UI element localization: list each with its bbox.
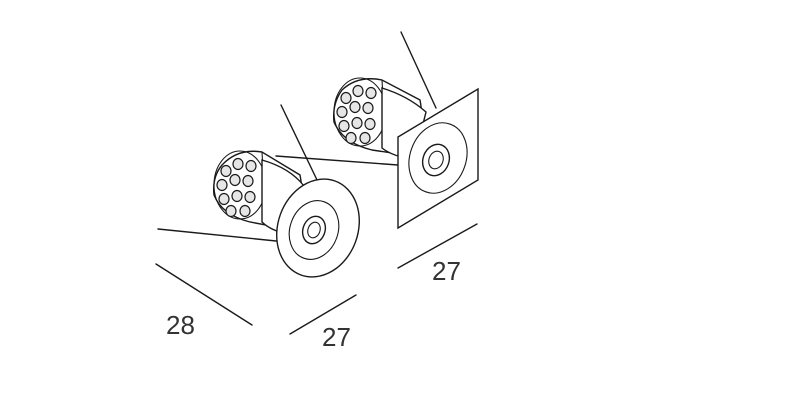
round-bezel — [276, 178, 360, 278]
dimension-label-square-width: 27 — [432, 256, 461, 286]
square-lens — [421, 143, 451, 177]
square-spring-clip-top — [400, 31, 437, 109]
square-spring-clip-left — [275, 155, 399, 166]
round-lens — [301, 215, 327, 245]
round-spotlight — [157, 104, 360, 278]
dimension-line-round-depth — [155, 263, 253, 326]
square-spotlight — [275, 31, 479, 230]
dimension-label-round-depth: 28 — [166, 310, 195, 340]
round-spring-clip-left — [157, 228, 287, 243]
dimension-line-round-width — [289, 294, 357, 335]
square-faceplate — [397, 87, 479, 230]
dimension-label-round-width: 27 — [322, 322, 351, 352]
round-spring-clip-top — [280, 104, 319, 183]
dimension-line-square-width — [397, 223, 478, 269]
